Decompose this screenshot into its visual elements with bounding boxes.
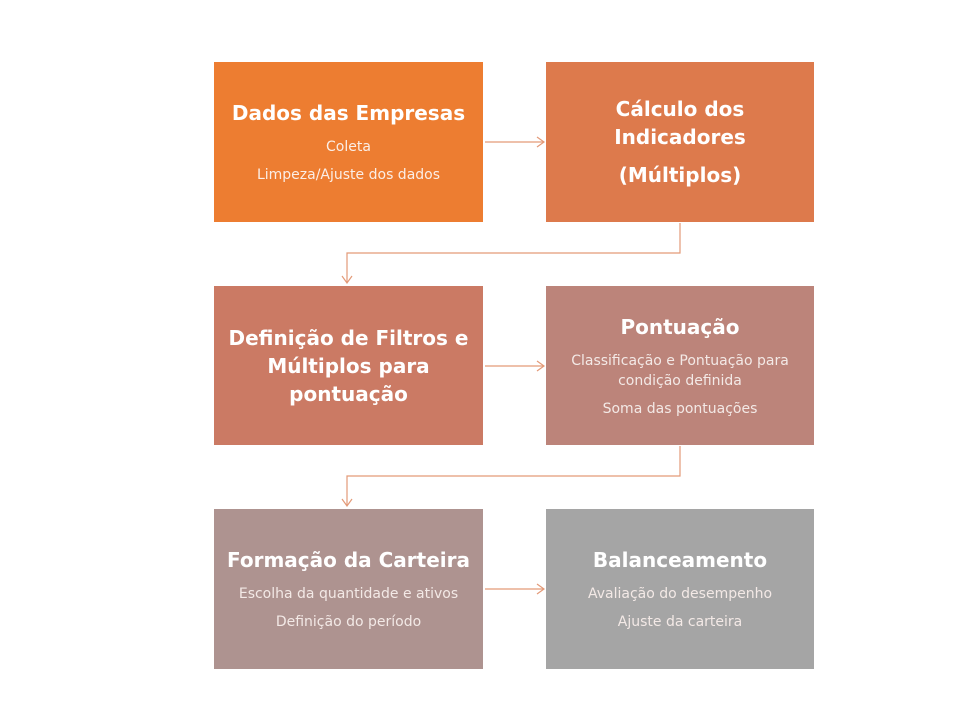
step-title-line: Indicadores bbox=[614, 125, 746, 149]
step-definicao-de-filtros: Definição de Filtros e Múltiplos para po… bbox=[214, 286, 483, 445]
step-formacao-da-carteira: Formação da Carteira Escolha da quantida… bbox=[214, 509, 483, 669]
step-line: Coleta bbox=[326, 139, 371, 155]
arrowhead bbox=[536, 136, 546, 148]
step-title-line: Múltiplos para bbox=[267, 353, 430, 378]
arrowhead bbox=[341, 498, 353, 508]
step-line: Ajuste da carteira bbox=[617, 614, 743, 630]
step-line: Escolha da quantidade e ativos bbox=[238, 586, 459, 602]
step-line: Classificação e Pontuação para condição … bbox=[571, 352, 789, 389]
step-title: Dados das Empresas bbox=[231, 101, 466, 125]
step-dados-das-empresas: Dados das Empresas Coleta Limpeza/Ajuste… bbox=[214, 62, 483, 222]
step-title: Pontuação bbox=[620, 314, 740, 339]
step-title-line: (Múltiplos) bbox=[618, 163, 742, 187]
step-line: Limpeza/Ajuste dos dados bbox=[256, 167, 441, 183]
step-title-line: Definição de Filtros e bbox=[228, 325, 469, 350]
step-balanceamento: Balanceamento Avaliação do desempenho Aj… bbox=[546, 509, 814, 669]
step-line: Soma das pontuações bbox=[602, 400, 758, 417]
elbow-connector bbox=[346, 446, 681, 505]
step-calculo-dos-indicadores: Cálculo dos Indicadores (Múltiplos) bbox=[546, 62, 814, 222]
step-title: Balanceamento bbox=[592, 548, 768, 572]
arrowhead bbox=[536, 583, 546, 595]
step-pontuacao: Pontuação Classificação e Pontuação para… bbox=[546, 286, 814, 445]
arrowhead bbox=[536, 360, 546, 372]
step-title-line: pontuação bbox=[289, 381, 408, 406]
arrowhead bbox=[341, 275, 353, 285]
step-line: Definição do período bbox=[275, 614, 422, 630]
step-title-line: Cálculo dos bbox=[615, 97, 745, 121]
elbow-connector bbox=[346, 223, 681, 282]
step-line: Avaliação do desempenho bbox=[587, 586, 773, 602]
step-title: Formação da Carteira bbox=[227, 548, 470, 572]
